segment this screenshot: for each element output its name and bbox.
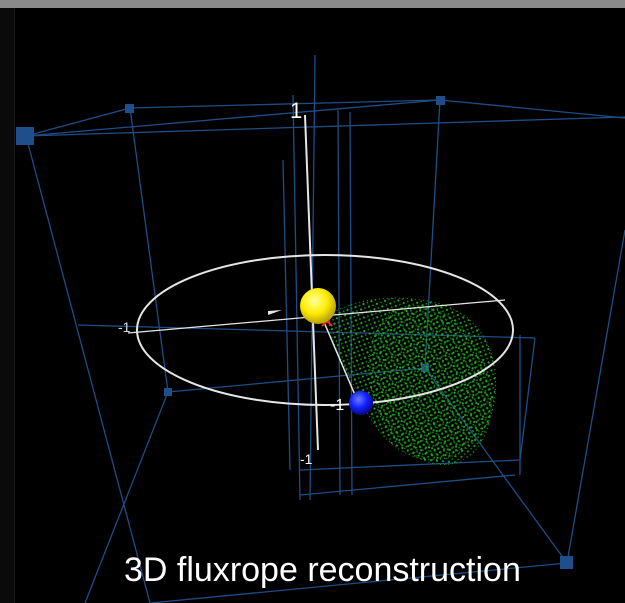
bounding-box	[25, 54, 625, 603]
corner-node-mid-left	[164, 388, 172, 396]
axis-label-left: -1	[118, 319, 131, 335]
z-axis	[304, 114, 319, 451]
axis-label-bottom-far: -1	[300, 451, 313, 467]
left-panel-strip	[0, 8, 15, 603]
corner-node-front-left	[16, 127, 34, 145]
x-axis-arrow	[268, 310, 282, 315]
axis-label-bottom-near: -1	[330, 397, 345, 414]
caption-title: 3D fluxrope reconstruction	[124, 551, 521, 589]
corner-node-back-left	[125, 104, 134, 113]
fluxrope-point-cloud	[328, 297, 497, 466]
window-top-bar	[0, 0, 625, 8]
earth-orbit-ring	[136, 254, 514, 406]
earth-sphere[interactable]	[349, 391, 373, 415]
corner-node-back-right	[436, 96, 445, 105]
corner-node-front-right	[560, 556, 573, 569]
axis-label-top: 1	[290, 98, 303, 123]
sun-sphere[interactable]	[300, 288, 336, 324]
